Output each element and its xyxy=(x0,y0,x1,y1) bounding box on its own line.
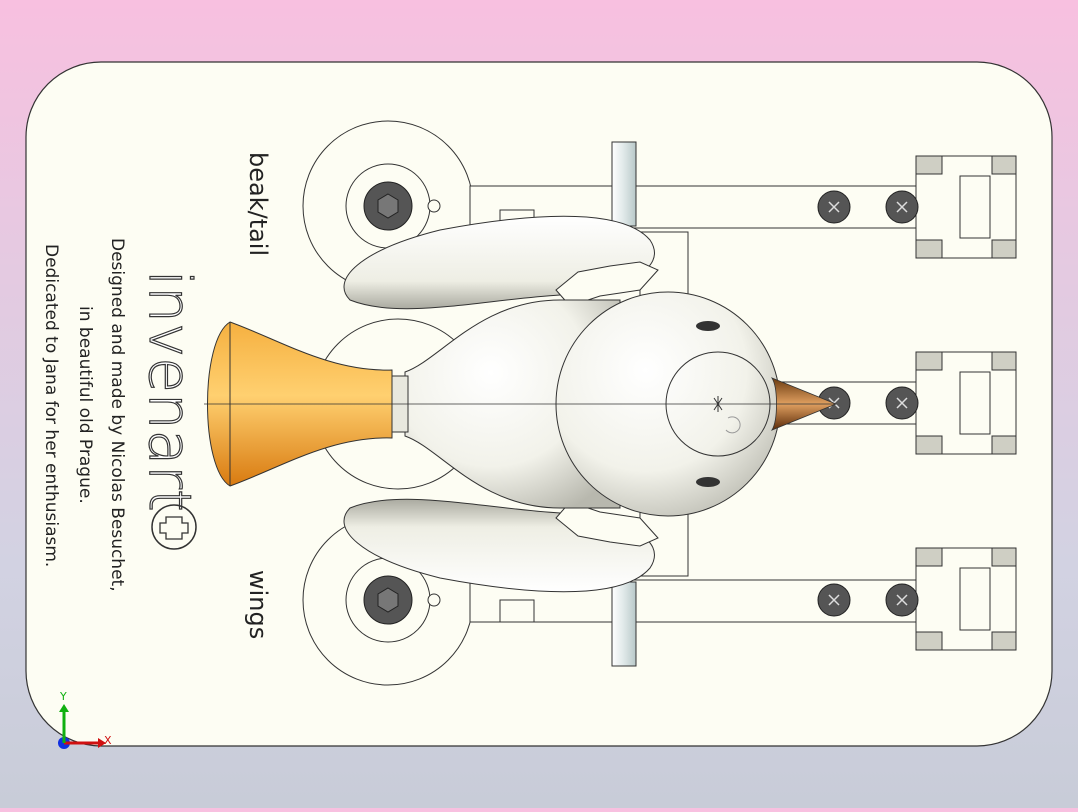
brand-logo-text: invenart xyxy=(136,270,204,512)
wing-bottom xyxy=(343,498,659,593)
bracket-top xyxy=(915,155,1017,259)
label-wings: wings xyxy=(244,570,272,639)
post-top xyxy=(611,141,637,227)
triad-x-label: X xyxy=(104,734,112,747)
brand-plus-icon xyxy=(151,504,197,550)
credit-line-1: Designed and made by Nicolas Besuchet, xyxy=(107,238,127,592)
label-beak-tail: beak/tail xyxy=(244,152,272,256)
axis-triad[interactable]: X Y xyxy=(58,690,112,749)
credit-line-2: in beautiful old Prague. xyxy=(75,306,95,504)
triad-y-label: Y xyxy=(59,690,67,703)
bracket-bottom xyxy=(915,547,1017,651)
credit-line-3: Dedicated to Jana for her enthusiasm. xyxy=(41,244,61,567)
bracket-middle xyxy=(915,351,1017,455)
post-bottom xyxy=(611,581,637,667)
